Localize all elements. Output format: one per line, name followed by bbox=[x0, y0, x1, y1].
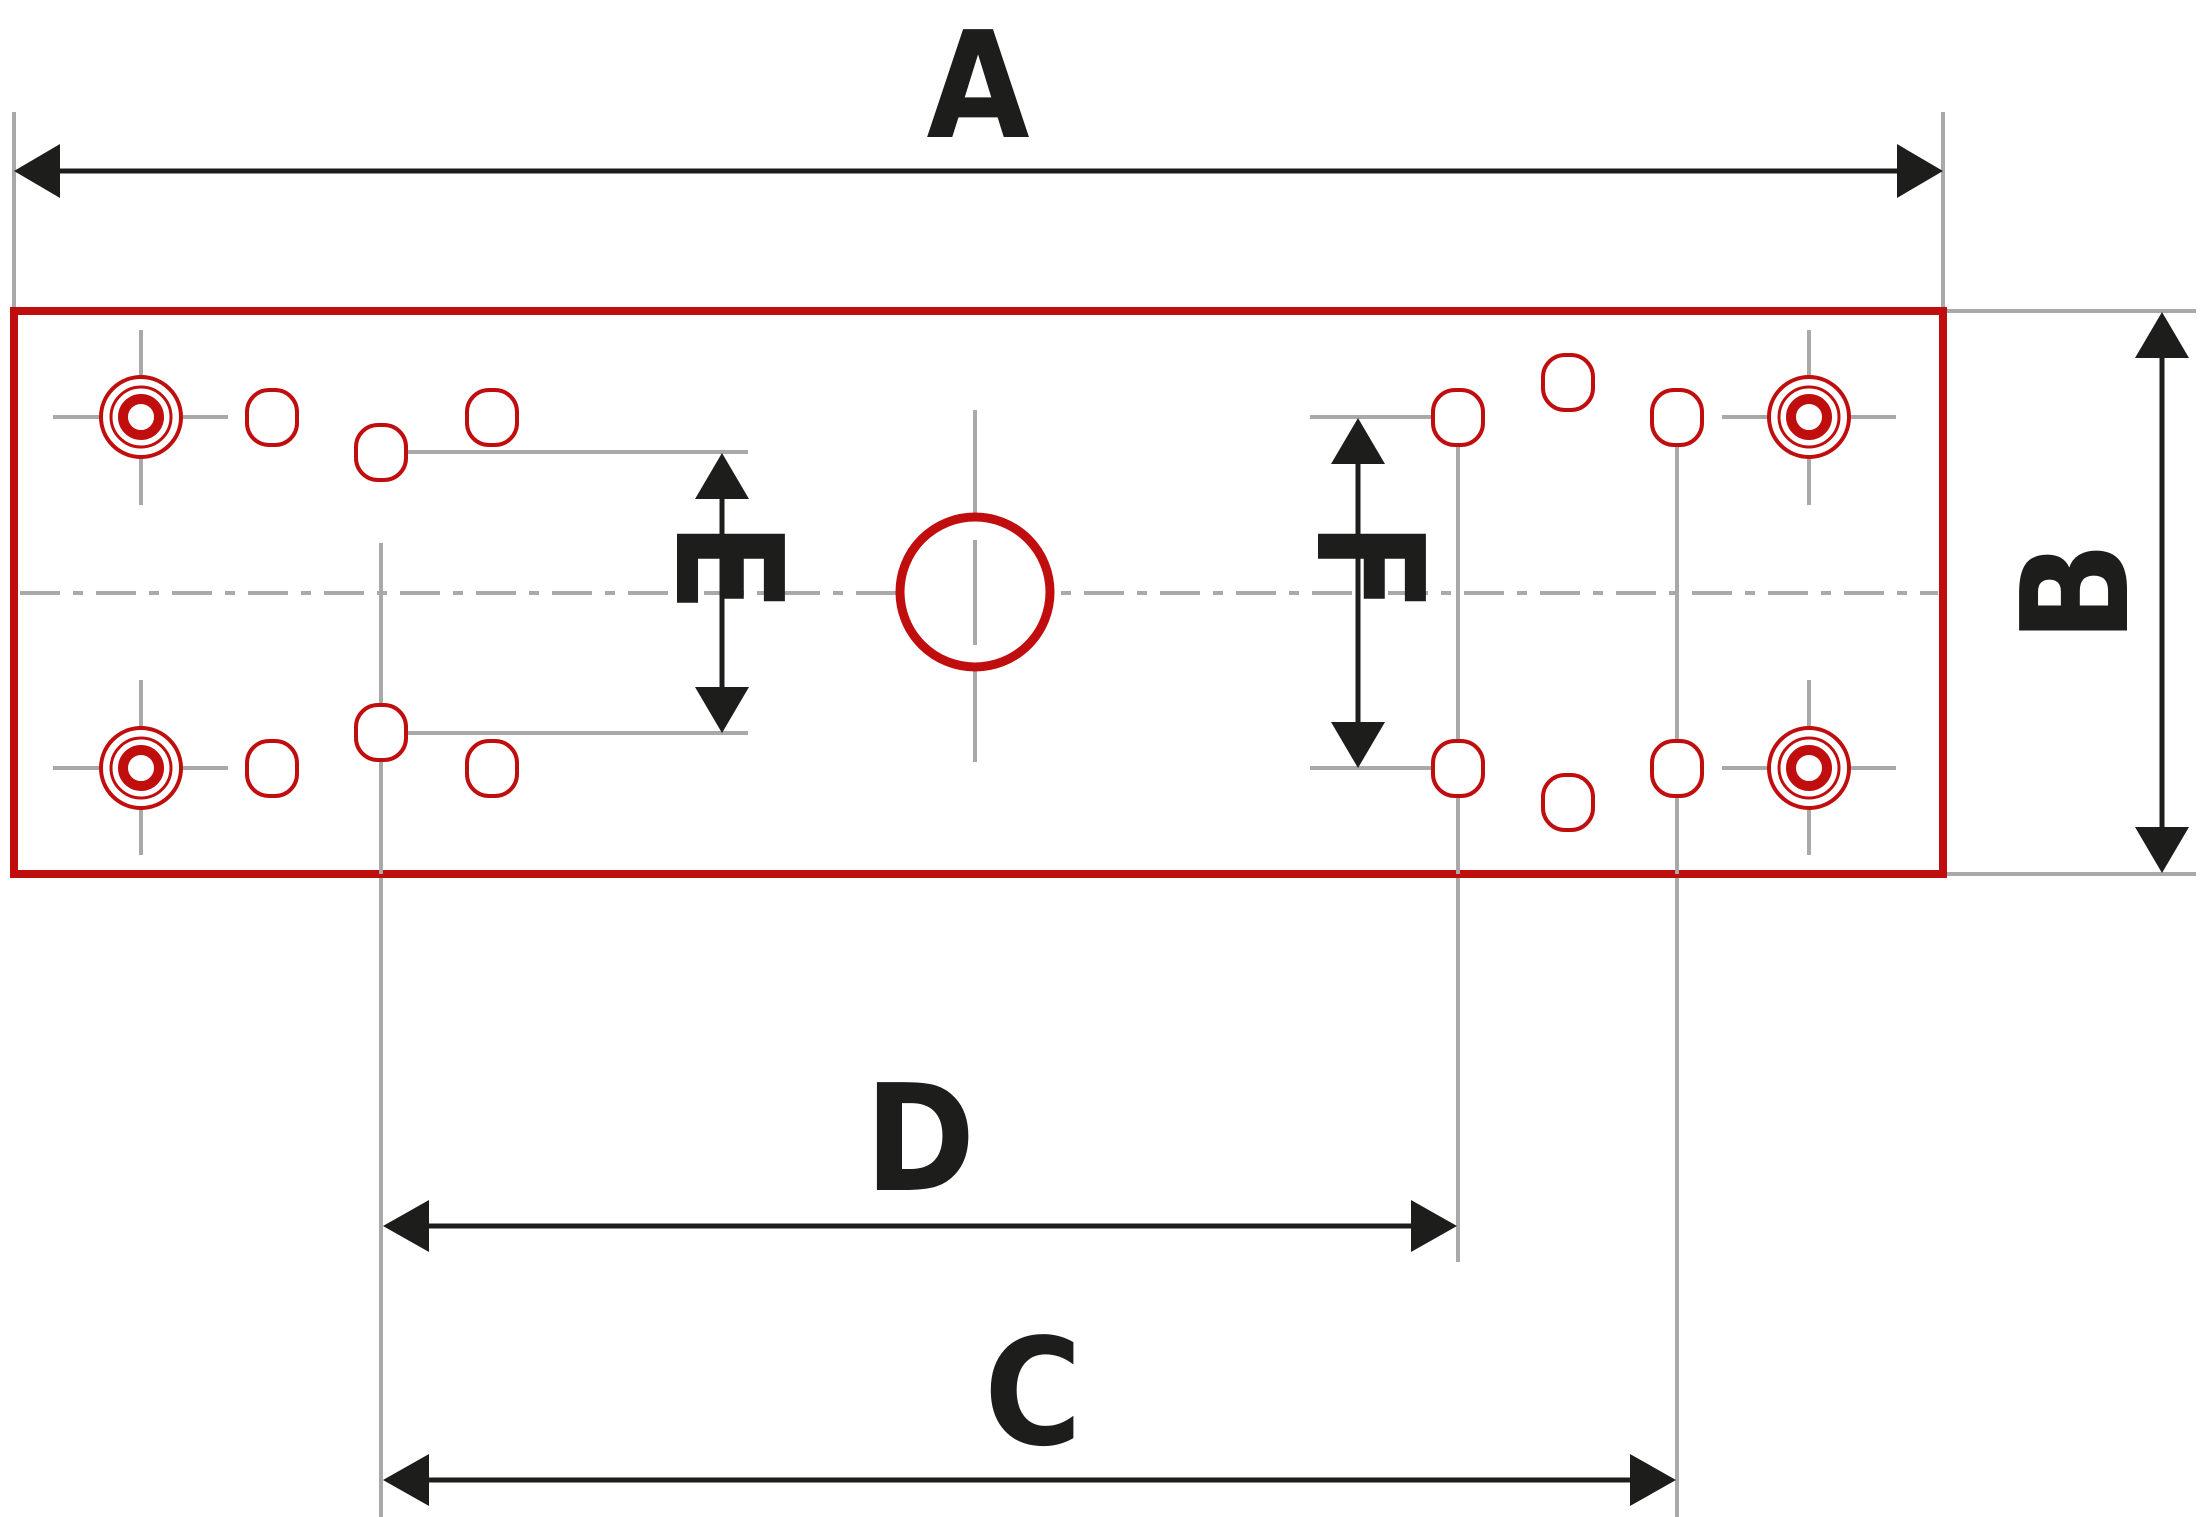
nail-hole bbox=[1650, 388, 1704, 447]
nail-hole bbox=[1541, 773, 1595, 832]
countersunk-hole-bottom-right bbox=[1767, 726, 1851, 810]
dimension-d: D bbox=[383, 1053, 1457, 1252]
dimension-label-a: A bbox=[926, 0, 1029, 172]
nail-hole bbox=[1650, 739, 1704, 798]
nail-hole bbox=[1431, 388, 1485, 447]
nail-hole bbox=[465, 739, 519, 798]
dimension-e: E bbox=[642, 453, 814, 733]
dimension-label-b: B bbox=[1990, 541, 2162, 642]
nail-holes bbox=[245, 353, 1704, 832]
dimension-c: C bbox=[383, 1307, 1676, 1506]
nail-hole bbox=[465, 388, 519, 447]
countersunk-hole-top-left bbox=[99, 375, 183, 459]
dimension-b: B bbox=[1990, 312, 2189, 873]
dimension-label-c: C bbox=[984, 1307, 1082, 1479]
dimension-label-d: D bbox=[865, 1053, 976, 1225]
nail-hole bbox=[1431, 739, 1485, 798]
nail-hole bbox=[1541, 353, 1595, 412]
corner-countersunk-holes bbox=[99, 375, 1851, 810]
dimension-label-f: F bbox=[1283, 522, 1455, 613]
dimension-a: A bbox=[14, 0, 1943, 198]
nail-hole bbox=[245, 739, 299, 798]
countersunk-hole-top-right bbox=[1767, 375, 1851, 459]
dimension-f: F bbox=[1283, 418, 1455, 768]
nail-hole bbox=[354, 703, 408, 762]
countersunk-hole-bottom-left bbox=[99, 726, 183, 810]
nail-hole bbox=[245, 388, 299, 447]
dimension-label-e: E bbox=[642, 522, 814, 613]
nail-hole bbox=[354, 423, 408, 482]
